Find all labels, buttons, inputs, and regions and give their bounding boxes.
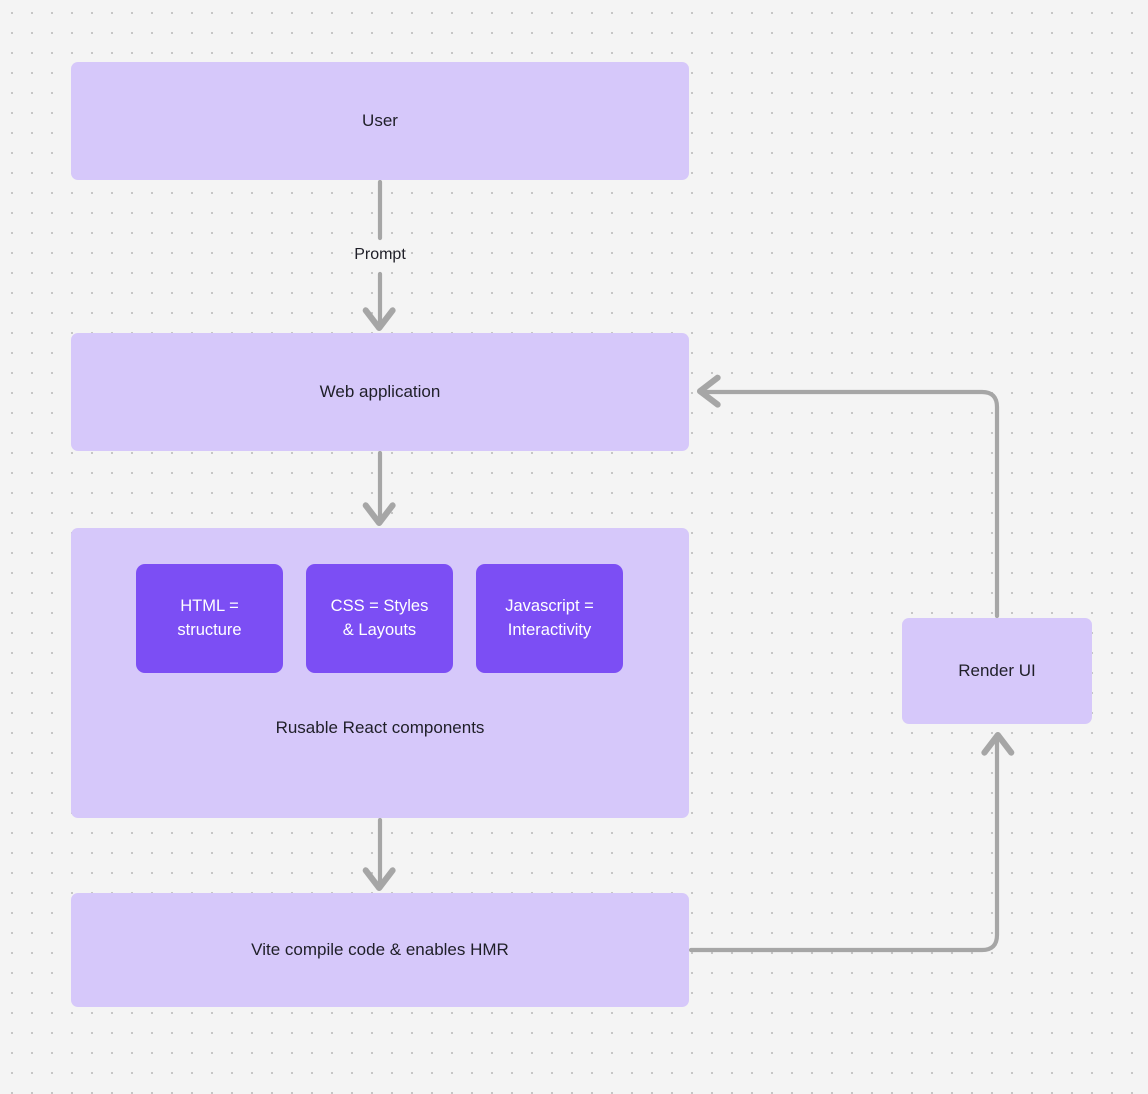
node-css-styles-layouts[interactable]: CSS = Styles & Layouts <box>306 564 453 673</box>
node-vite-compile-label: Vite compile code & enables HMR <box>251 939 509 959</box>
node-web-application[interactable]: Web application <box>71 333 689 451</box>
node-javascript-interactivity[interactable]: Javascript = Interactivity <box>476 564 623 673</box>
edge-label-prompt: Prompt <box>354 246 406 263</box>
node-html-structure-label: HTML = structure <box>177 597 242 639</box>
node-javascript-interactivity-label: Javascript = Interactivity <box>505 597 594 639</box>
node-vite-compile[interactable]: Vite compile code & enables HMR <box>71 893 689 1007</box>
edge-render-to-webapp <box>696 374 1000 619</box>
node-user[interactable]: User <box>71 62 689 180</box>
node-user-label: User <box>362 110 398 130</box>
reusable-components-caption: Rusable React components <box>275 718 485 737</box>
node-render-ui[interactable]: Render UI <box>902 618 1092 724</box>
node-html-structure[interactable]: HTML = structure <box>136 564 283 673</box>
node-css-styles-layouts-label: CSS = Styles & Layouts <box>330 597 429 639</box>
edge-vite-to-render <box>688 731 1015 953</box>
node-web-application-label: Web application <box>319 381 441 401</box>
node-render-ui-label: Render UI <box>958 660 1036 680</box>
